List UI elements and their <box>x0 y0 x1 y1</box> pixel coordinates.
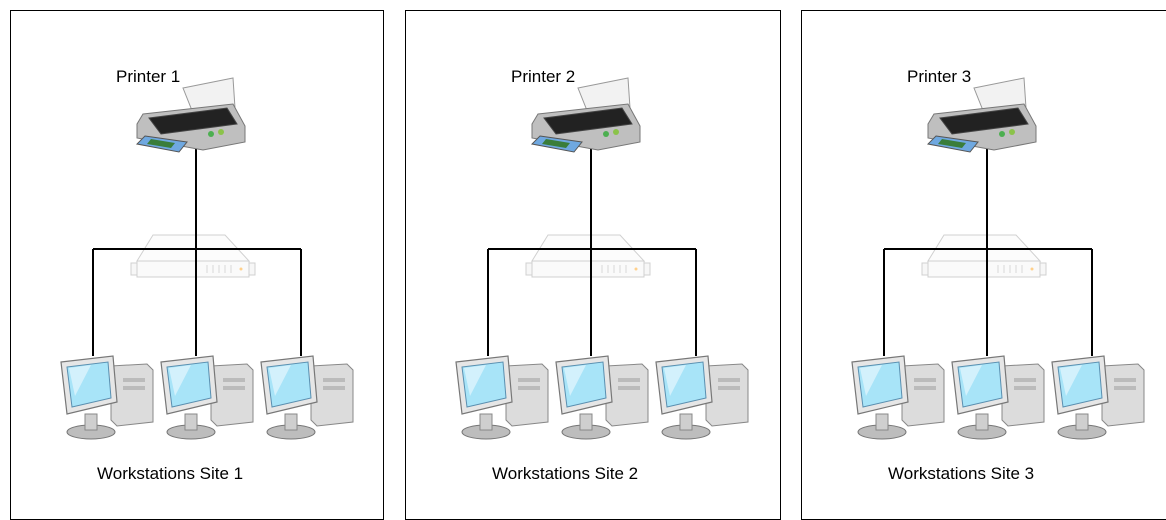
workstation-icon <box>455 355 549 440</box>
connection-lines <box>883 143 1093 356</box>
workstation-icon <box>260 355 354 440</box>
site-panel-1: Printer 1 Workstations Site 1 <box>10 10 384 520</box>
site-panel-3: Printer 3 Workstations Site 3 <box>801 10 1166 520</box>
connection-lines <box>487 143 697 356</box>
network-switch-icon <box>525 234 651 278</box>
network-switch-icon <box>130 234 256 278</box>
workstation-icon <box>60 355 154 440</box>
network-diagram <box>60 77 354 440</box>
workstations-site-label: Workstations Site 3 <box>888 464 1035 483</box>
printer-icon <box>926 77 1037 153</box>
site-panel-2: Printer 2 Workstations Site 2 <box>405 10 781 520</box>
network-switch-icon <box>921 234 1047 278</box>
printer-label: Printer 1 <box>116 67 181 86</box>
workstation-icon <box>851 355 945 440</box>
connection-lines <box>92 143 302 356</box>
workstation-icon <box>555 355 649 440</box>
printer-icon <box>135 77 246 153</box>
printer-label: Printer 3 <box>907 67 972 86</box>
network-diagram <box>851 77 1145 440</box>
workstation-icon <box>655 355 749 440</box>
network-diagram <box>455 77 749 440</box>
workstation-icon <box>951 355 1045 440</box>
workstations-site-label: Workstations Site 2 <box>492 464 639 483</box>
workstations-site-label: Workstations Site 1 <box>97 464 244 483</box>
printer-icon <box>530 77 641 153</box>
workstation-icon <box>1051 355 1145 440</box>
printer-label: Printer 2 <box>511 67 576 86</box>
workstation-icon <box>160 355 254 440</box>
